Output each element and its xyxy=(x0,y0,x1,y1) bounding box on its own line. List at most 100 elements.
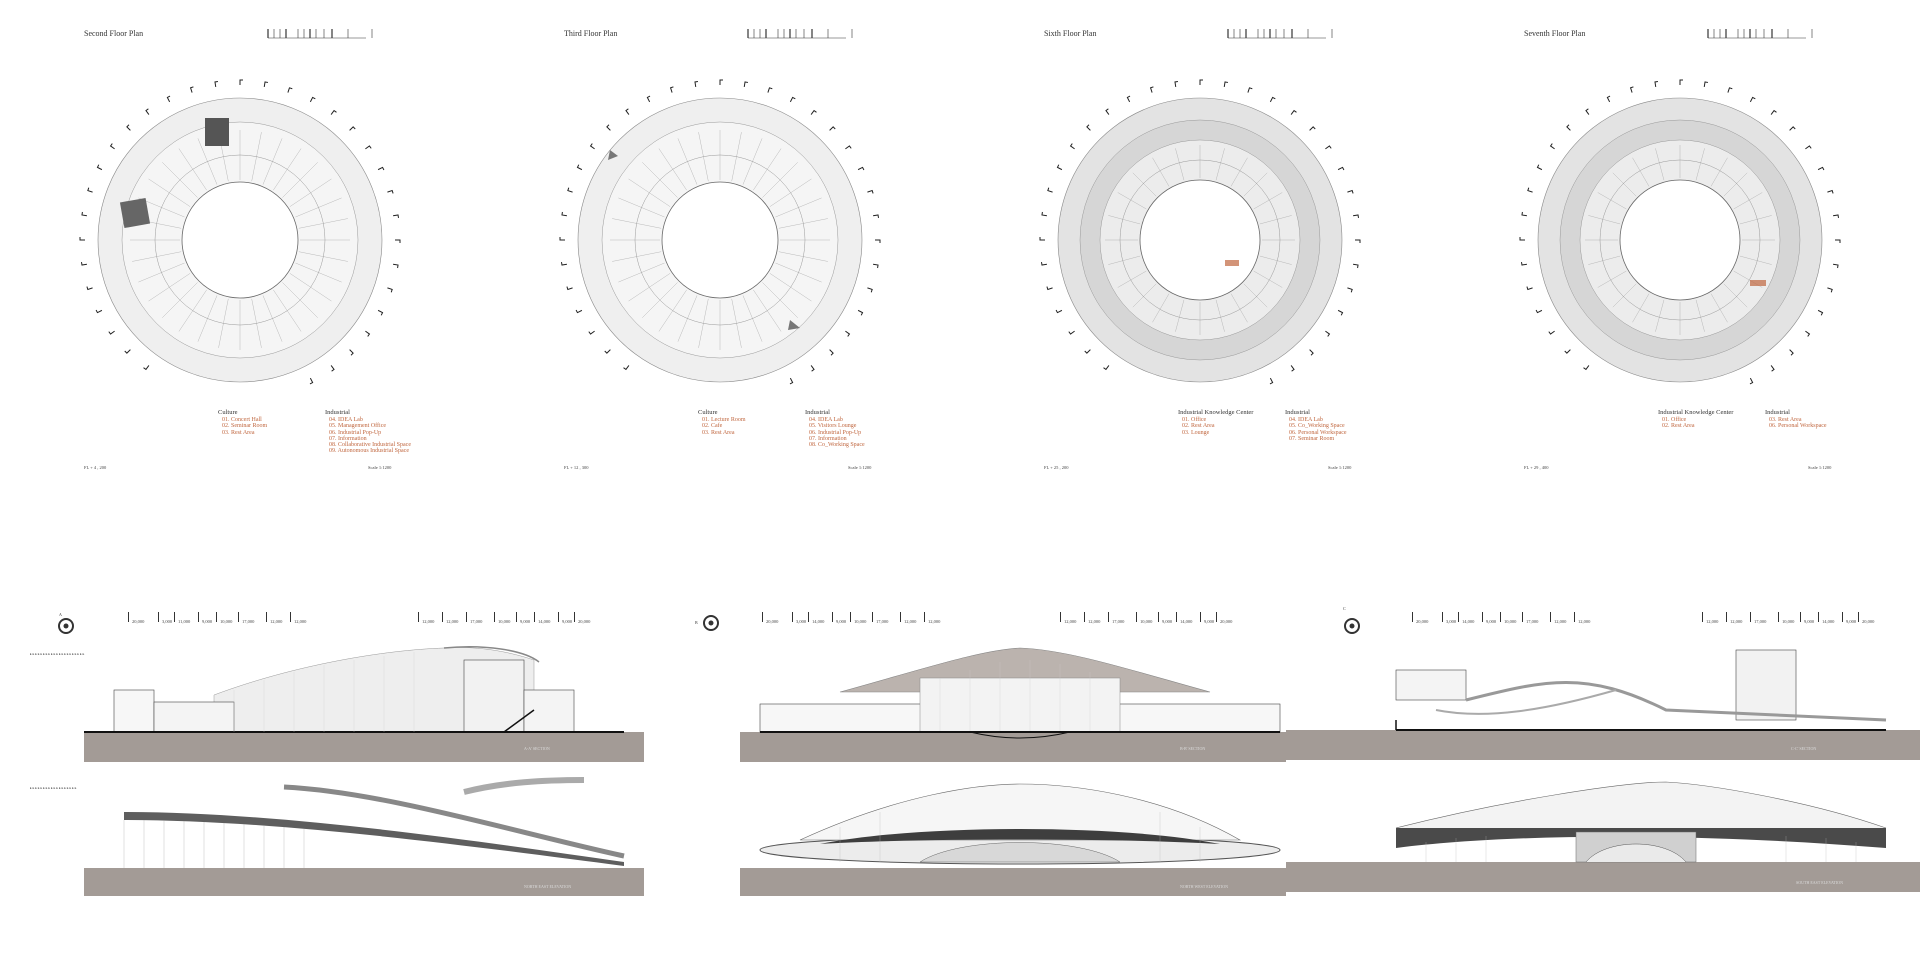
dim: 9,000 xyxy=(198,612,216,624)
column-marker xyxy=(330,365,335,372)
partition-line xyxy=(1253,270,1283,288)
column-marker xyxy=(789,377,794,385)
partition-line xyxy=(1175,299,1185,332)
legend-group: Industrial 04. IDEA Lab 05. Visitors Lou… xyxy=(805,409,865,448)
dim: 12,000 xyxy=(418,612,442,624)
column-marker xyxy=(108,330,115,335)
column-marker xyxy=(561,261,567,266)
concert-hall-seating xyxy=(205,118,229,146)
column-marker xyxy=(79,237,85,241)
column-marker xyxy=(829,126,836,131)
column-marker xyxy=(1086,124,1091,131)
column-marker xyxy=(1337,309,1344,316)
column-marker xyxy=(1566,124,1571,131)
column-marker xyxy=(606,124,611,131)
partition-line xyxy=(1175,148,1185,181)
partition-line xyxy=(1152,157,1170,187)
plan-sixth-floor: Sixth Floor Plan Industrial Knowledge Ce… xyxy=(960,0,1440,480)
column-marker xyxy=(1103,365,1110,371)
column-marker xyxy=(1056,164,1063,171)
dim: 9,000 xyxy=(832,612,850,624)
compass-label: A xyxy=(59,612,62,617)
elevation-label: NORTH WEST ELEVATION xyxy=(1180,884,1228,889)
column-marker xyxy=(743,81,749,87)
column-marker xyxy=(1789,126,1796,131)
plan-title: Third Floor Plan xyxy=(564,29,618,38)
column-marker xyxy=(87,187,93,193)
column-marker xyxy=(1309,349,1314,356)
column-marker xyxy=(109,143,115,150)
legend-item: 02. Seminar Room xyxy=(222,423,268,430)
dim: 3,000 xyxy=(158,612,174,624)
legend-item: 06. Industrial Pop-Up xyxy=(329,429,382,436)
legend-heading: Industrial xyxy=(325,409,350,416)
stair-icon xyxy=(788,320,800,330)
legend-item: 03. Lounge xyxy=(1182,429,1210,436)
plan-title: Second Floor Plan xyxy=(84,29,144,38)
column-marker xyxy=(561,211,567,217)
partition-line xyxy=(1259,255,1292,265)
legend-item: 07. Seminar Room xyxy=(1289,435,1335,442)
dim: 3,000 xyxy=(1442,612,1458,624)
dim: 20,000 xyxy=(574,612,604,624)
corridor-ring xyxy=(634,154,806,326)
dim: 12,000 xyxy=(266,612,290,624)
column-marker xyxy=(81,211,87,217)
dim: 10,000 xyxy=(216,612,238,624)
dim: 12,000 xyxy=(1550,612,1574,624)
partition-line xyxy=(1632,157,1650,187)
legend-item: 06. Industrial Pop-Up xyxy=(809,429,862,436)
column-marker xyxy=(1817,166,1825,171)
column-marker xyxy=(263,81,269,87)
legend-group: Industrial Knowledge Center 01. Office 0… xyxy=(1178,409,1254,436)
dim: 3,000 xyxy=(792,612,808,624)
legend-item: 04. IDEA Lab xyxy=(1289,417,1323,424)
partition-line xyxy=(1152,293,1170,323)
scale-text: Scale 1:1200 xyxy=(368,465,392,470)
column-marker xyxy=(1835,239,1841,243)
column-marker xyxy=(377,166,385,171)
compass-icon: C xyxy=(1343,606,1360,634)
workspace-highlight xyxy=(1225,260,1239,266)
partition-line xyxy=(1243,283,1268,308)
column-marker xyxy=(867,287,873,293)
legend-heading: Industrial Knowledge Center xyxy=(1178,409,1254,416)
column-marker xyxy=(1290,109,1297,115)
column-marker xyxy=(1770,365,1775,372)
partition-line xyxy=(1723,283,1748,308)
dim: 12,000 xyxy=(1726,612,1750,624)
legend-item: 04. IDEA Lab xyxy=(329,417,363,424)
column-marker xyxy=(1337,166,1345,171)
column-marker xyxy=(566,286,573,291)
column-marker xyxy=(623,365,630,371)
dim: 14,000 xyxy=(1818,612,1842,624)
scale-text: Scale 1:1200 xyxy=(848,465,872,470)
legend-item: 03. Rest Area xyxy=(222,429,255,436)
column-marker xyxy=(867,189,874,194)
column-marker xyxy=(1347,189,1354,194)
dim: 12,000 xyxy=(1084,612,1108,624)
dim: 9,000 xyxy=(558,612,574,624)
central-void xyxy=(1139,179,1261,301)
legend-item: 09. Autonomous Industrial Space xyxy=(329,448,409,455)
partition-line xyxy=(1259,215,1292,225)
dim: 17,000 xyxy=(1750,612,1778,624)
legend-heading: Industrial xyxy=(1285,409,1310,416)
column-marker xyxy=(694,81,699,87)
legend-item: 01. Lecture Room xyxy=(702,417,746,424)
partition-line xyxy=(1733,192,1763,210)
dim: 14,000 xyxy=(1176,612,1200,624)
legend-item: 05. Management Office xyxy=(329,423,387,430)
partition-line xyxy=(1230,293,1248,323)
floor-level: FL + 12 , 300 xyxy=(564,465,589,470)
column-marker xyxy=(810,109,817,115)
column-marker xyxy=(576,164,583,171)
section-label: A-A' SECTION xyxy=(524,746,550,751)
corridor-ring xyxy=(1119,159,1281,321)
legend-item: 02. Rest Area xyxy=(1182,423,1215,430)
corridor-ring xyxy=(154,154,326,326)
plan-title: Sixth Floor Plan xyxy=(1044,29,1097,38)
legend-item: 03. Rest Area xyxy=(702,429,735,436)
column-marker xyxy=(857,166,865,171)
